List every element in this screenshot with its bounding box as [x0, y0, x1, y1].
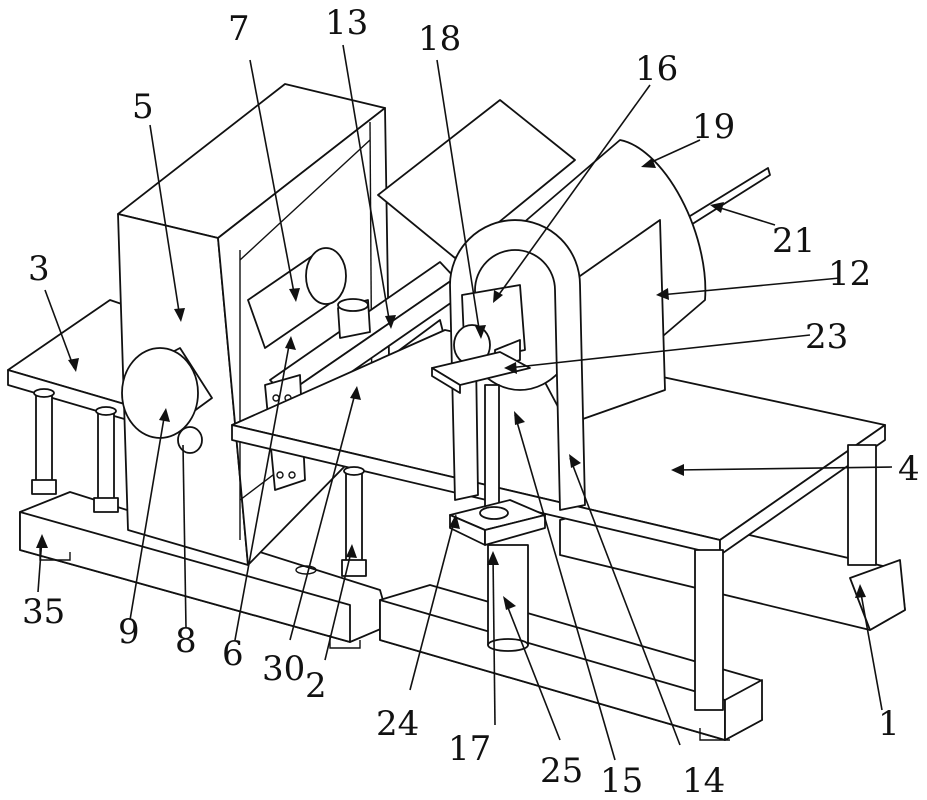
label-7: 7: [228, 9, 250, 49]
label-4: 4: [898, 449, 920, 489]
label-35: 35: [22, 592, 65, 632]
label-3: 3: [28, 249, 50, 289]
label-18: 18: [418, 19, 461, 59]
label-21: 21: [772, 221, 815, 261]
label-16: 16: [635, 49, 678, 89]
label-17: 17: [448, 729, 491, 769]
label-8: 8: [175, 621, 197, 661]
label-24: 24: [376, 704, 419, 744]
label-14: 14: [682, 761, 725, 800]
label-5: 5: [132, 87, 154, 127]
label-23: 23: [805, 317, 848, 357]
label-9: 9: [118, 612, 140, 652]
label-19: 19: [692, 107, 735, 147]
label-6: 6: [222, 634, 244, 674]
label-25: 25: [540, 751, 583, 791]
label-1: 1: [878, 704, 900, 744]
label-30: 30: [262, 649, 305, 689]
label-15: 15: [600, 761, 643, 800]
label-2: 2: [305, 666, 327, 706]
label-13: 13: [325, 3, 368, 43]
label-12: 12: [828, 254, 871, 294]
